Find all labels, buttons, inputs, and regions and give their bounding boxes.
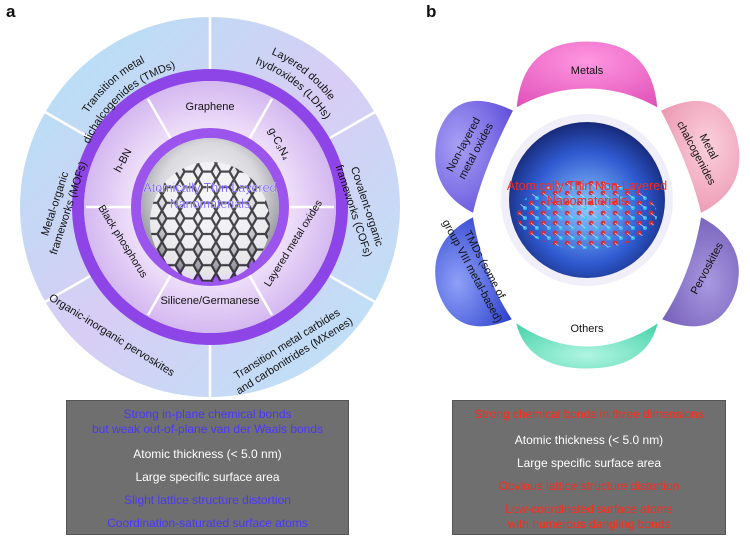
- panel-b-info-line: Strong chemical bonds in three dimension…: [474, 407, 704, 421]
- panel-a-info-line: Coordination-saturated surface atoms: [107, 516, 308, 530]
- label-silicene-germanese: Silicene/Germanese: [160, 295, 259, 307]
- panel-b-letter: b: [426, 2, 437, 21]
- label-metals: Metals: [571, 65, 604, 77]
- graphene-hex-pattern: [150, 162, 270, 282]
- petal-group: [432, 38, 743, 372]
- panel-b-info-line: with numerous dangling bonds: [507, 517, 671, 531]
- label-graphene: Graphene: [186, 101, 235, 113]
- label-others: Others: [570, 323, 604, 335]
- petal-tmds: [432, 212, 517, 330]
- purple-ring-outer: [72, 69, 348, 345]
- panel-a-info-line: Atomic thickness (< 5.0 nm): [133, 447, 282, 461]
- petal-metals: [513, 38, 661, 113]
- panel-b-info-line: Obvious lattice structure distortion: [498, 479, 680, 493]
- panel-b-center-title-2: Nanomaterials: [547, 194, 628, 208]
- petal-others: [511, 316, 663, 372]
- panel-a-info-line: Slight lattice structure distortion: [124, 493, 291, 507]
- panel-a-info-line: Strong in-plane chemical bonds: [123, 407, 292, 421]
- panel-a-info-box: Strong in-plane chemical bonds but weak …: [66, 400, 349, 535]
- panel-a-info-line: but weak out-of-plane van der Waals bond…: [91, 422, 324, 436]
- panel-b-info-line: Large specific surface area: [516, 456, 662, 470]
- atom-lattice-pattern: [517, 181, 657, 249]
- panel-a-letter: a: [6, 2, 16, 21]
- panel-b-diagram: Atomically Thin Non-Layered Nanomaterial…: [432, 38, 743, 372]
- panel-a-info-line: Large specific surface area: [135, 470, 280, 484]
- panel-b-info-line: Atomic thickness (< 5.0 nm): [514, 433, 664, 447]
- panel-b-center-title-1: Atomically Thin Non-Layered: [507, 179, 667, 193]
- panel-a-diagram: Atomically Thin Layered Nanomaterials Gr…: [20, 17, 400, 397]
- petal-pervoskites: [657, 212, 742, 330]
- panel-b-info-box: Strong chemical bonds in three dimension…: [452, 400, 726, 535]
- panel-b-info-line: Low-coordinated surface atoms: [505, 502, 673, 516]
- petal-metal-chalcogenides: [656, 97, 743, 218]
- petal-metal-oxides: [432, 97, 518, 218]
- panel-a-center-title-1: Atomically Thin Layered: [143, 181, 276, 195]
- panel-a-center-title-2: Nanomaterials: [170, 197, 251, 211]
